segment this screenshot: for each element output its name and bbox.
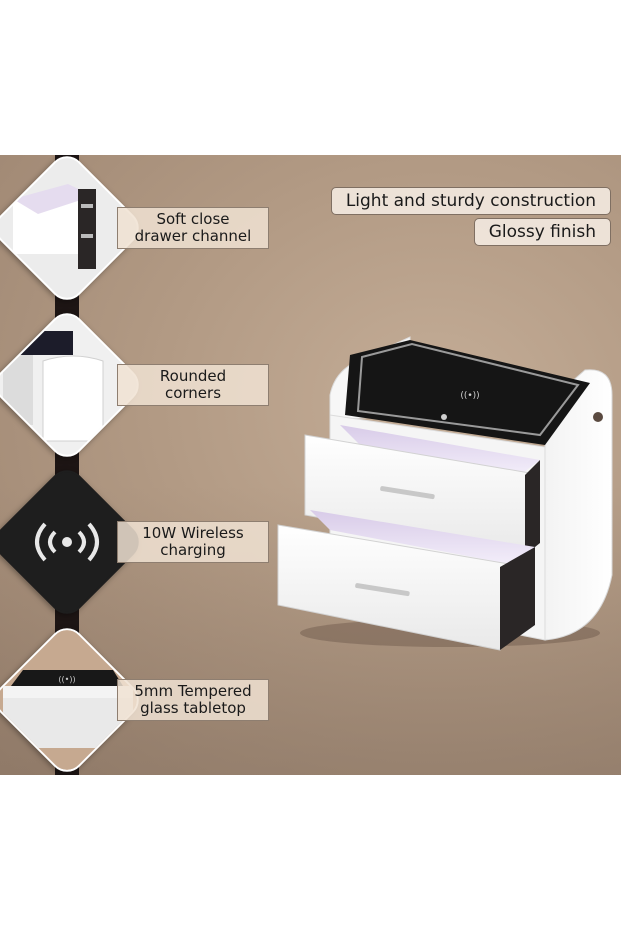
finish-badge: Glossy finish (473, 218, 611, 246)
nightstand-illustration: ((•)) (277, 336, 613, 651)
svg-text:((•)): ((•)) (460, 391, 479, 401)
construction-badge: Light and sturdy construction (330, 187, 611, 215)
svg-text:((•)): ((•)) (58, 675, 75, 684)
product-image-panel: Light and sturdy construction Glossy fin… (0, 155, 621, 775)
